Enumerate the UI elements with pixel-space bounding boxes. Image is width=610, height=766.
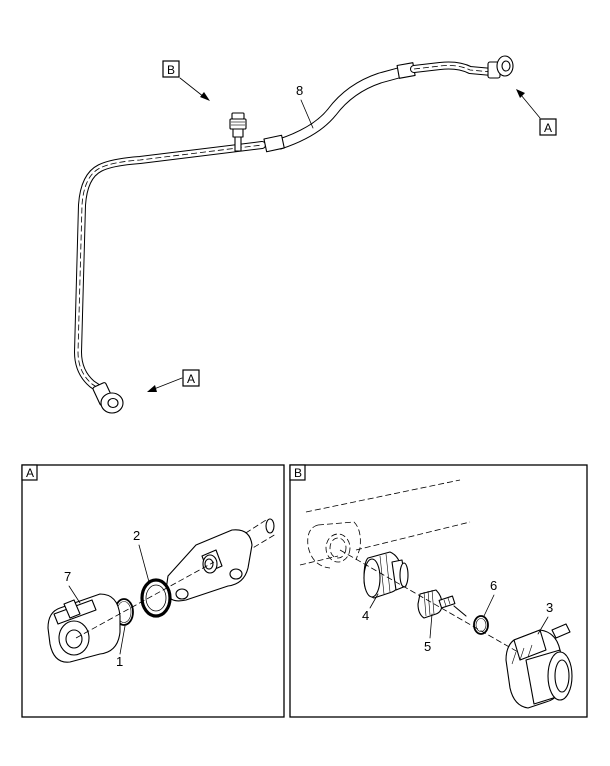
detail-b-callout-3: 3 — [537, 600, 553, 635]
view-tag-a-bottom: A — [147, 369, 200, 392]
detail-b-centerline — [339, 549, 519, 653]
detail-a-callout-1: 1 — [116, 625, 126, 669]
svg-text:2: 2 — [133, 528, 140, 543]
detail-b-switch-3 — [505, 623, 573, 709]
view-tag-a-top: A — [516, 89, 557, 136]
detail-a-callout-7: 7 — [64, 569, 81, 604]
svg-text:3: 3 — [546, 600, 553, 615]
view-tag-b-label: B — [167, 63, 175, 77]
callout-8: 8 — [296, 83, 314, 129]
fitting-upper-right — [487, 55, 514, 79]
detail-b-tag: B — [294, 466, 302, 480]
view-tag-a-bottom-label: A — [187, 372, 195, 386]
view-tag-b: B — [162, 60, 210, 101]
callout-8-label: 8 — [296, 83, 303, 98]
svg-text:7: 7 — [64, 569, 71, 584]
svg-text:1: 1 — [116, 654, 123, 669]
detail-a-callout-2: 2 — [133, 528, 150, 583]
detail-a-tag: A — [26, 466, 34, 480]
switch-port — [229, 112, 247, 152]
fitting-lower-left — [92, 382, 124, 414]
detail-b-panel: B — [289, 464, 588, 718]
svg-text:6: 6 — [490, 578, 497, 593]
detail-a-fitting-7 — [47, 593, 121, 663]
detail-a-centerline — [75, 561, 215, 639]
svg-text:5: 5 — [424, 639, 431, 654]
detail-b-core-5 — [417, 589, 467, 619]
detail-a-gasket-2 — [140, 578, 172, 618]
tube-upper-right — [410, 61, 496, 76]
detail-b-adapter-4 — [363, 551, 409, 599]
detail-b-oring-6 — [473, 615, 489, 635]
detail-b-callout-6: 6 — [483, 578, 497, 617]
view-tag-a-top-label: A — [544, 121, 552, 135]
detail-b-tube — [299, 479, 471, 569]
tube-line — [74, 141, 266, 396]
detail-b-callout-4: 4 — [362, 593, 379, 623]
main-view: 8 B A A — [74, 55, 557, 414]
detail-a-panel: A — [21, 464, 285, 718]
detail-b-callout-5: 5 — [424, 613, 433, 654]
hose-8 — [263, 62, 416, 153]
svg-text:4: 4 — [362, 608, 369, 623]
